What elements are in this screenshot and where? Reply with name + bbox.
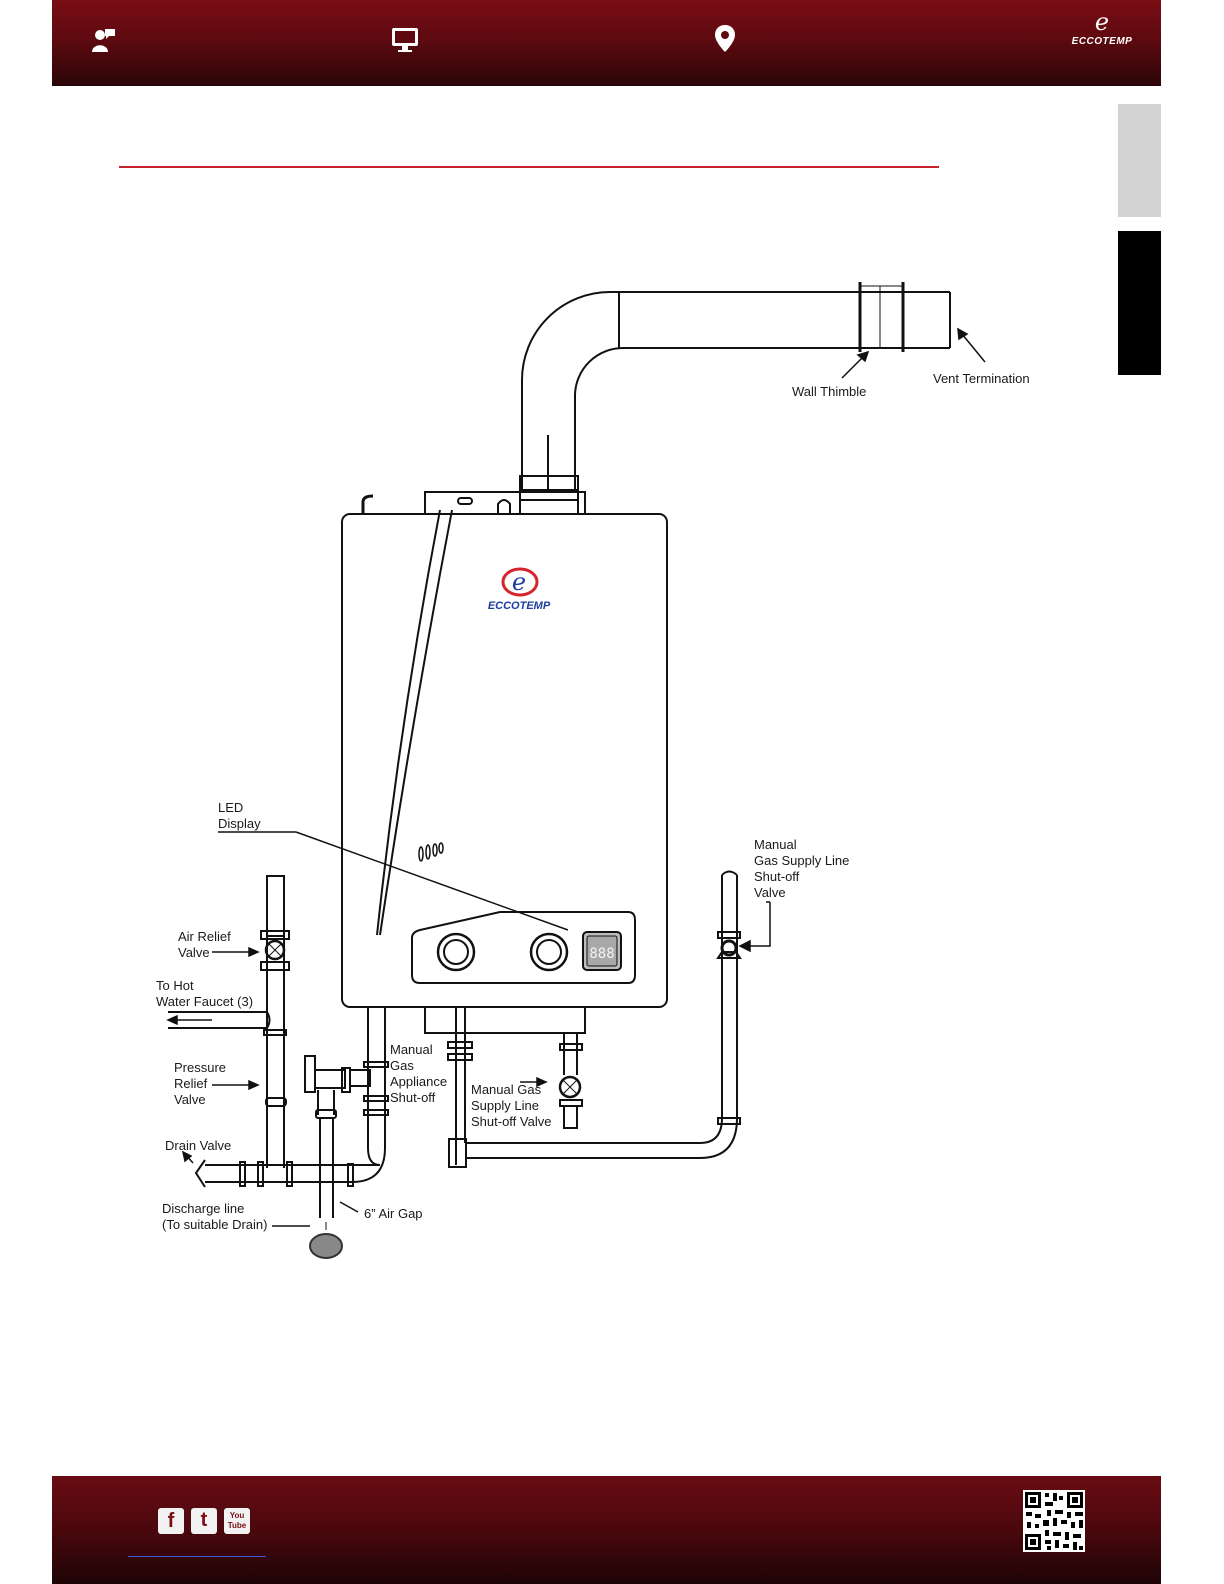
leader-arrows: [166, 327, 986, 1227]
floor-drain: [309, 1222, 343, 1259]
label-appliance-shutoff-2: Gas: [390, 1058, 414, 1073]
vent-pipe: [521, 291, 951, 490]
label-pressure-relief-1: Pressure: [174, 1060, 226, 1075]
label-discharge-1: Discharge line: [162, 1201, 244, 1216]
youtube-icon[interactable]: You Tube: [224, 1508, 250, 1534]
label-wall-thimble: Wall Thimble: [792, 384, 866, 399]
label-appliance-shutoff-3: Appliance: [390, 1074, 447, 1089]
monitor-icon[interactable]: [390, 26, 420, 54]
label-gas-supply-valve-1: Manual: [754, 837, 797, 852]
label-hot-faucet-2: Water Faucet (3): [156, 994, 253, 1009]
side-tab-gray[interactable]: [1118, 104, 1161, 217]
footer-bar: [52, 1476, 1161, 1584]
label-appliance-shutoff-1: Manual: [390, 1042, 433, 1057]
user-chat-icon[interactable]: [90, 26, 118, 54]
label-gas-supply-valve-4: Valve: [754, 885, 786, 900]
label-led-1: LED: [218, 800, 243, 815]
label-appliance-shutoff-4: Shut-off: [390, 1090, 436, 1105]
label-discharge-2: (To suitable Drain): [162, 1217, 268, 1232]
heater-logo: e ECCOTEMP: [488, 567, 551, 612]
label-vent-termination: Vent Termination: [933, 371, 1030, 386]
water-piping: [168, 875, 389, 1218]
eccotemp-logo[interactable]: e ECCOTEMP: [1062, 8, 1142, 60]
svg-text:ECCOTEMP: ECCOTEMP: [488, 600, 551, 612]
label-hot-faucet-1: To Hot: [156, 978, 194, 993]
label-supply-shutoff-3: Shut-off Valve: [471, 1114, 551, 1129]
location-pin-icon[interactable]: [714, 24, 736, 54]
control-panel: [411, 911, 636, 984]
logo-wordmark: ECCOTEMP: [1071, 36, 1133, 47]
footer-link-underline[interactable]: [128, 1556, 266, 1557]
air-vents: [418, 842, 444, 862]
qr-code-icon[interactable]: [1023, 1490, 1085, 1552]
led-digits: 888: [589, 946, 614, 962]
label-air-relief-1: Air Relief: [178, 929, 231, 944]
label-gas-supply-valve-2: Gas Supply Line: [754, 853, 849, 868]
label-air-relief-2: Valve: [178, 945, 210, 960]
side-tab-black[interactable]: [1118, 231, 1161, 375]
header-bar: e ECCOTEMP: [52, 0, 1161, 86]
facebook-icon[interactable]: f: [158, 1508, 184, 1534]
label-supply-shutoff-2: Supply Line: [471, 1098, 539, 1113]
twitter-icon[interactable]: t: [191, 1508, 217, 1534]
section-divider: [119, 166, 939, 168]
label-air-gap: 6” Air Gap: [364, 1206, 423, 1221]
vent-collar: [361, 475, 586, 517]
label-supply-shutoff-1: Manual Gas: [471, 1082, 542, 1097]
logo-letter: e: [1094, 8, 1110, 36]
label-led-2: Display: [218, 816, 261, 831]
label-pressure-relief-2: Relief: [174, 1076, 208, 1091]
wall-thimble: [858, 282, 905, 352]
label-pressure-relief-3: Valve: [174, 1092, 206, 1107]
gas-supply-line: [466, 870, 742, 1159]
label-gas-supply-valve-3: Shut-off: [754, 869, 800, 884]
label-drain-valve: Drain Valve: [165, 1138, 231, 1153]
svg-text:e: e: [512, 568, 526, 596]
heater-bottom-fittings: [424, 1006, 586, 1168]
